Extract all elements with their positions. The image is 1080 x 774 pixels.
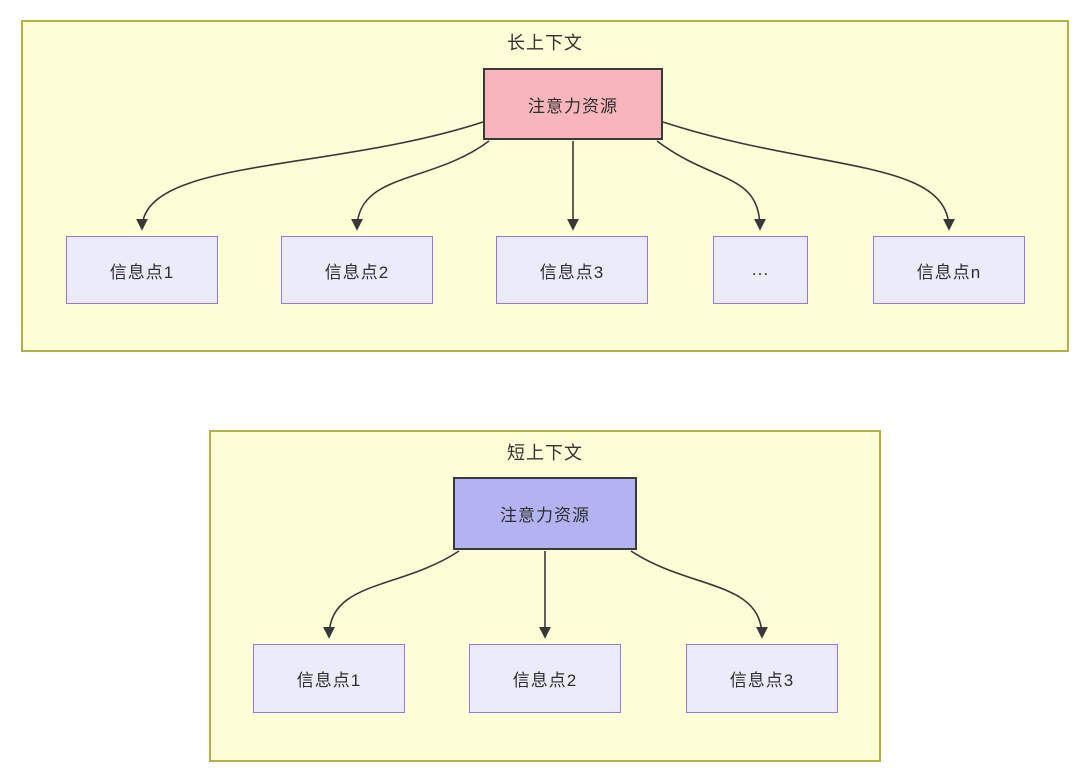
long-info-point-2-label: 信息点2 (324, 262, 390, 282)
short-info-point-3-label: 信息点3 (729, 671, 795, 690)
short-info-point-1-label: 信息点1 (296, 671, 362, 690)
long-info-point-3-label: 信息点3 (539, 262, 605, 282)
short-attention-label: 注意力资源 (500, 506, 590, 525)
long-attention-resource-box: 注意力资源 (483, 68, 663, 140)
long-info-point-ellipsis-label: ... (751, 260, 770, 279)
long-info-point-1-label: 信息点1 (109, 262, 175, 282)
long-context-title: 长上下文 (507, 33, 583, 53)
long-info-point-2-box: 信息点2 (281, 236, 433, 304)
short-attention-resource-box: 注意力资源 (453, 477, 637, 550)
long-info-point-n-box: 信息点n (873, 236, 1025, 304)
long-info-point-ellipsis-box: ... (713, 236, 808, 304)
short-info-point-2-box: 信息点2 (469, 644, 621, 713)
short-info-point-1-box: 信息点1 (253, 644, 405, 713)
short-info-point-2-label: 信息点2 (512, 671, 578, 690)
long-info-point-1-box: 信息点1 (66, 236, 218, 304)
short-info-point-3-box: 信息点3 (686, 644, 838, 713)
long-info-point-3-box: 信息点3 (496, 236, 648, 304)
long-attention-label: 注意力资源 (528, 96, 618, 116)
short-context-title: 短上下文 (507, 443, 583, 463)
long-info-point-n-label: 信息点n (916, 262, 982, 282)
